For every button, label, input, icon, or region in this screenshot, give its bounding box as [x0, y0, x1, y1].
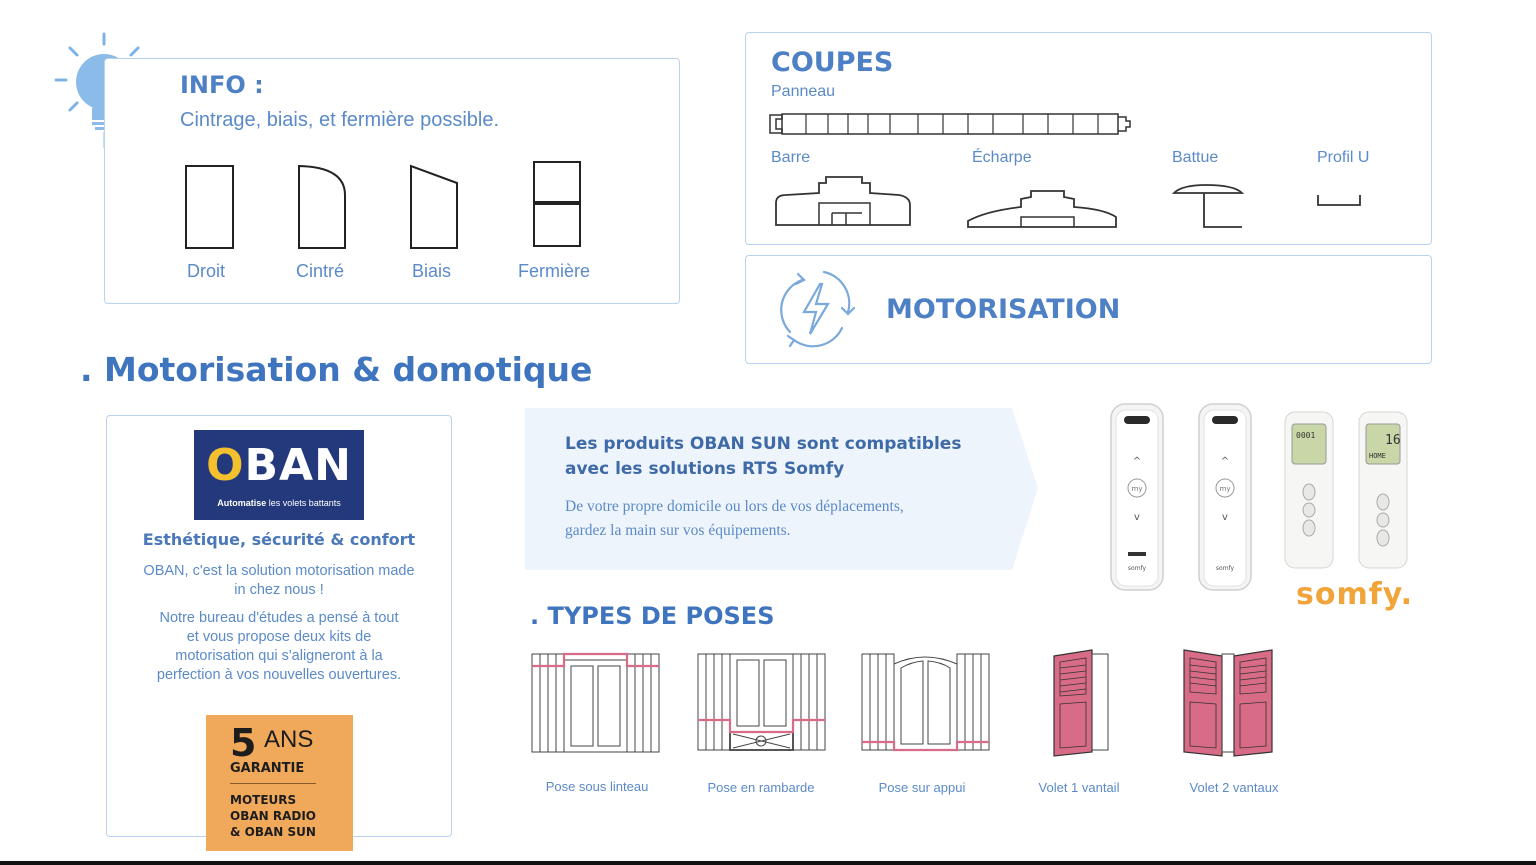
- remote-telis-2: 16 HOME: [1358, 411, 1408, 569]
- oban-box: OBAN Automatise les volets battants Esth…: [106, 415, 452, 851]
- shape-label-cintre: Cintré: [296, 261, 345, 281]
- guarantee-years: 5: [230, 721, 257, 765]
- remote-my-label-1: my: [1132, 485, 1143, 493]
- somfy-logo: somfy.: [1296, 577, 1413, 612]
- svg-text:^: ^: [1221, 456, 1229, 467]
- remote-screen-1: 0001: [1296, 431, 1315, 440]
- coupes-box: COUPES Panneau Barre Écharpe Battue Prof…: [745, 32, 1432, 245]
- pose-en-rambarde-figure: [697, 653, 826, 751]
- profile-label-battue: Battue: [1172, 149, 1219, 166]
- svg-text:v: v: [1134, 512, 1140, 523]
- panneau-label: Panneau: [771, 83, 836, 100]
- remote-screen-2b: HOME: [1369, 452, 1386, 460]
- motorisation-title: MOTORISATION: [886, 294, 1121, 325]
- oban-logo: OBAN Automatise les volets battants: [194, 430, 364, 520]
- guarantee-label: GARANTIE: [230, 761, 305, 776]
- guarantee-motors: MOTEURS: [230, 793, 297, 807]
- shape-label-biais: Biais: [412, 261, 452, 281]
- profile-echarpe: [967, 190, 1117, 228]
- pose-sur-appui-figure: [861, 653, 990, 752]
- shape-biais: [410, 164, 458, 249]
- lightning-cycle-icon: [780, 270, 856, 348]
- pose-label-volet-2: Volet 2 vantaux: [1189, 780, 1279, 795]
- volet-1-vantail-figure: [1053, 649, 1109, 757]
- shape-label-droit: Droit: [187, 261, 226, 281]
- info-box: INFO : Cintrage, biais, et fermière poss…: [104, 58, 680, 304]
- profile-u: [1317, 195, 1361, 206]
- shape-label-fermiere: Fermière: [518, 261, 591, 281]
- svg-text:^: ^: [1133, 456, 1141, 467]
- oban-tagline: Automatise les volets battants: [217, 498, 341, 508]
- pose-label-volet-1: Volet 1 vantail: [1038, 780, 1120, 795]
- info-title: INFO :: [180, 71, 264, 99]
- compat-text-line2: gardez la main sur vos équipements.: [565, 522, 791, 539]
- coupes-title: COUPES: [771, 47, 894, 78]
- profile-label-echarpe: Écharpe: [972, 149, 1032, 166]
- remote-situo-1: ^ my v somfy: [1110, 403, 1164, 591]
- shape-cintre: [298, 164, 346, 249]
- svg-text:v: v: [1222, 512, 1228, 523]
- pose-label-sur-appui: Pose sur appui: [878, 780, 966, 795]
- oban-para2: Notre bureau d'études a pensé à tout et …: [156, 610, 402, 683]
- svg-text:somfy: somfy: [1216, 565, 1235, 572]
- guarantee-divider: [230, 783, 316, 784]
- types-title: . TYPES DE POSES: [530, 602, 775, 630]
- remote-telis-1: 0001: [1284, 411, 1334, 569]
- oban-para1: OBAN, c'est la solution motorisation mad…: [143, 563, 415, 598]
- compat-text-line1: De votre propre domicile ou lors de vos …: [565, 498, 904, 515]
- compat-title-line1: Les produits OBAN SUN sont compatibles: [565, 434, 962, 454]
- oban-logo-text: OBAN: [206, 440, 352, 491]
- shape-fermiere: [533, 161, 581, 247]
- shape-droit: [185, 165, 234, 249]
- oban-heading: Esthétique, sécurité & confort: [142, 530, 416, 549]
- profile-battue: [1171, 184, 1245, 228]
- motorisation-box: MOTORISATION: [745, 255, 1432, 364]
- remote-screen-2: 16: [1385, 433, 1401, 448]
- remote-my-label-2: my: [1220, 485, 1231, 493]
- section-title: . Motorisation & domotique: [80, 350, 593, 389]
- profile-label-profil-u: Profil U: [1317, 149, 1370, 166]
- profile-label-barre: Barre: [771, 149, 811, 166]
- bottom-edge-line: [0, 861, 1536, 865]
- guarantee-ans: ANS: [264, 726, 314, 753]
- profile-barre: [775, 176, 911, 226]
- remote-situo-2: ^ my v somfy: [1198, 403, 1252, 591]
- panneau-profile: [769, 113, 1131, 135]
- volet-2-vantaux-figure: [1183, 649, 1273, 757]
- svg-text:somfy: somfy: [1128, 565, 1147, 572]
- guarantee-line2: OBAN RADIO: [230, 809, 317, 823]
- pose-sous-linteau-figure: [531, 652, 660, 753]
- guarantee-line3: & OBAN SUN: [230, 825, 316, 839]
- pose-label-sous-linteau: Pose sous linteau: [545, 779, 649, 794]
- info-subtitle: Cintrage, biais, et fermière possible.: [180, 109, 500, 131]
- compat-title-line2: avec les solutions RTS Somfy: [565, 459, 845, 479]
- pose-label-en-rambarde: Pose en rambarde: [707, 780, 815, 795]
- compat-banner-bg: [525, 408, 1038, 570]
- guarantee-badge: 5 ANS GARANTIE MOTEURS OBAN RADIO & OBAN…: [206, 715, 353, 851]
